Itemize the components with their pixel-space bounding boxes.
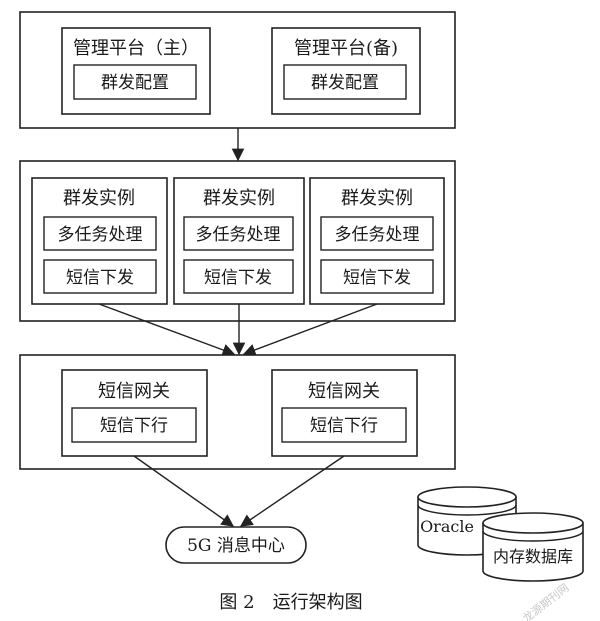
arrow-gateway-1-to-center [133, 455, 235, 527]
instance-sms-box-1 [43, 259, 157, 294]
oracle-label: Oracle [420, 517, 474, 536]
arrow-instance-1-to-gateways [98, 303, 236, 356]
arrow-gateway-2-to-center [239, 455, 345, 527]
gateway-downlink-box-1 [71, 407, 197, 443]
gateway-downlink-label-1: 短信下行 [100, 416, 168, 436]
instance-sms-label-2: 短信下发 [204, 268, 272, 288]
instance-task-label-1: 多任务处理 [58, 225, 143, 245]
instance-sms-label-3: 短信下发 [343, 268, 411, 288]
instance-title-1: 群发实例 [63, 188, 135, 209]
gateway-downlink-box-2 [281, 407, 407, 443]
instance-task-box-3 [320, 216, 434, 251]
instance-task-label-3: 多任务处理 [335, 225, 420, 245]
message-center-label: 5G 消息中心 [187, 536, 285, 556]
management-primary-title: 管理平台（主） [73, 38, 199, 59]
memory-db-label: 内存数据库 [493, 547, 573, 566]
instance-sms-box-2 [183, 259, 294, 294]
arrow-instance-3-to-gateways [242, 303, 378, 356]
gateway-title-2: 短信网关 [308, 381, 380, 402]
gateway-downlink-label-2: 短信下行 [310, 416, 378, 436]
instance-sms-box-3 [320, 259, 434, 294]
figure-caption: 图 2 运行架构图 [219, 592, 362, 613]
instance-task-box-2 [183, 216, 294, 251]
management-backup-module-label: 群发配置 [311, 73, 379, 93]
instance-title-3: 群发实例 [341, 188, 413, 209]
management-backup-module [283, 64, 407, 100]
memory-database-icon: 内存数据库 [482, 512, 584, 582]
management-primary-module [73, 64, 197, 100]
management-primary-module-label: 群发配置 [101, 73, 169, 93]
instance-task-box-1 [43, 216, 157, 251]
message-center [165, 526, 307, 564]
gateway-title-1: 短信网关 [98, 381, 170, 402]
watermark-text: 龙源期刊网 [520, 580, 572, 621]
instance-title-2: 群发实例 [203, 188, 275, 209]
management-backup-title: 管理平台(备) [294, 38, 398, 59]
instance-task-label-2: 多任务处理 [196, 225, 281, 245]
instance-sms-label-1: 短信下发 [66, 268, 134, 288]
